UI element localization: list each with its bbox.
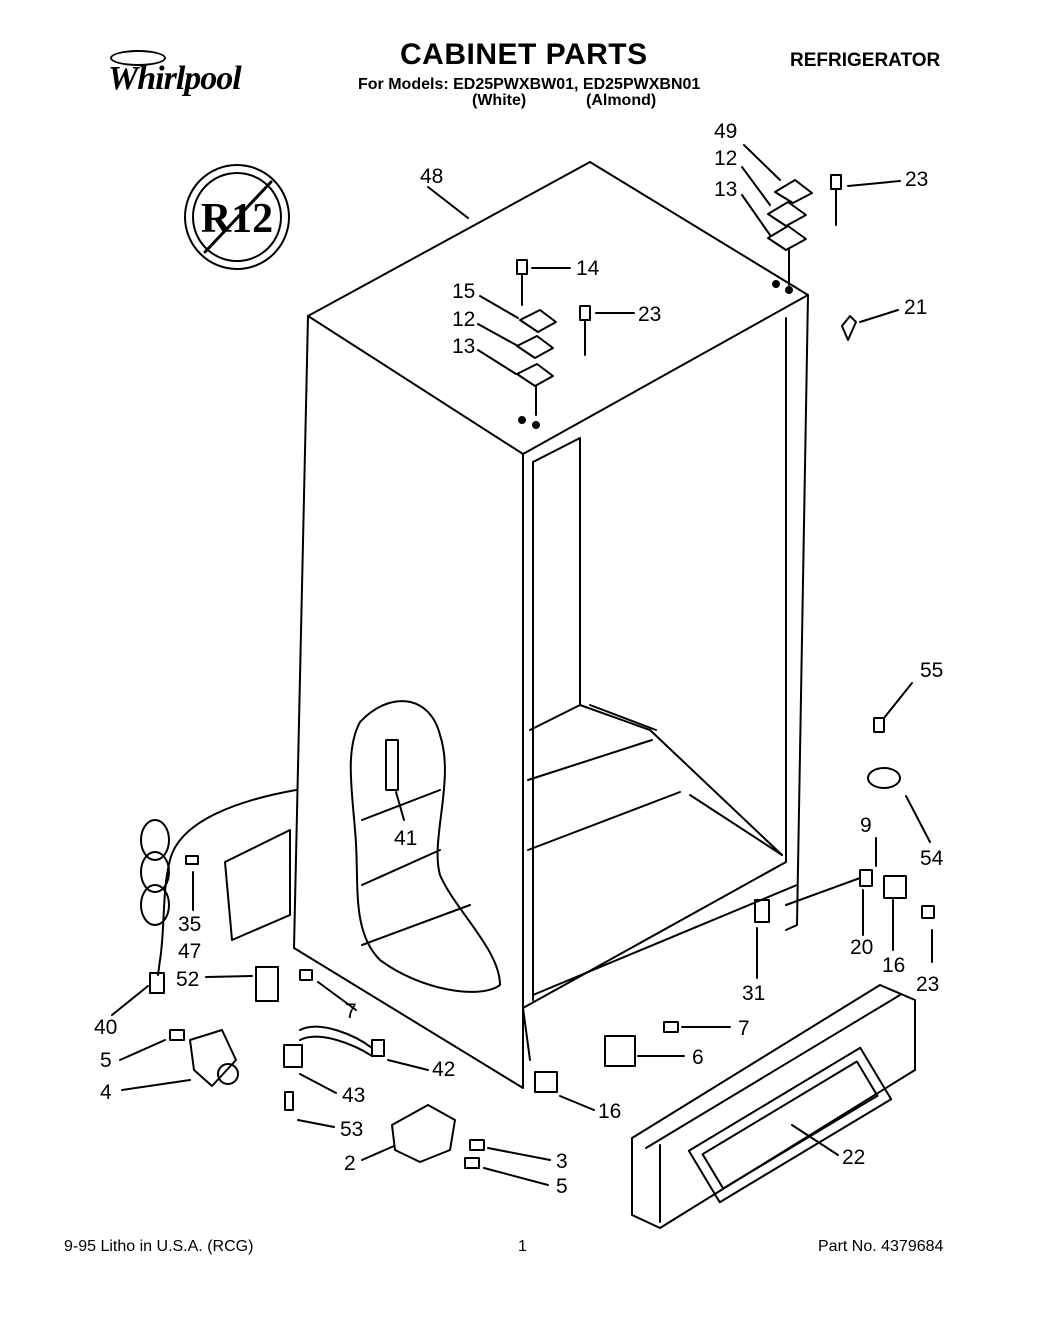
callout-13: 13: [714, 178, 737, 201]
callout-2: 2: [344, 1152, 356, 1175]
models-line: For Models: ED25PWXBW01, ED25PWXBN01: [358, 76, 701, 93]
callout-43: 43: [342, 1084, 365, 1107]
callout-40: 40: [94, 1016, 117, 1039]
category-label: REFRIGERATOR: [790, 50, 941, 71]
callout-35: 35: [178, 913, 201, 936]
callout-23-left: 23: [638, 303, 661, 326]
callout-7-right: 7: [738, 1017, 750, 1040]
callout-16-right: 16: [882, 954, 905, 977]
callout-49: 49: [714, 120, 737, 143]
callout-41: 41: [394, 827, 417, 850]
callout-15: 15: [452, 280, 475, 303]
color-almond-label: (Almond): [586, 92, 657, 109]
callout-9: 9: [860, 814, 872, 837]
lower-right-parts: [534, 717, 935, 1093]
callout-23-right: 23: [916, 973, 939, 996]
callout-12: 12: [714, 147, 737, 170]
leader-lines: [111, 144, 933, 1186]
right-hinge-assembly: [767, 174, 857, 341]
cabinet-body: [293, 161, 809, 1089]
callout-22: 22: [842, 1146, 865, 1169]
callout-21: 21: [904, 296, 927, 319]
callout-4: 4: [100, 1081, 112, 1104]
part-number: Part No. 4379684: [818, 1238, 944, 1255]
lower-left-parts: [169, 966, 485, 1169]
r12-badge-text: R12: [201, 196, 273, 242]
callout-13-left: 13: [452, 335, 475, 358]
callout-16-left: 16: [598, 1100, 621, 1123]
callout-5-left: 5: [100, 1049, 112, 1072]
whirlpool-logo: Whirlpool: [108, 50, 258, 100]
callout-48: 48: [420, 165, 443, 188]
callout-20: 20: [850, 936, 873, 959]
power-cord-assembly: [140, 789, 297, 994]
callout-54: 54: [920, 847, 944, 870]
callout-12-left: 12: [452, 308, 475, 331]
callout-52: 52: [176, 968, 199, 991]
logo-swoosh-icon: [110, 50, 166, 66]
callout-47: 47: [178, 940, 201, 963]
callout-5-right: 5: [556, 1175, 568, 1198]
litho-date: 9-95 Litho in U.S.A. (RCG): [64, 1238, 254, 1255]
callout-7-left: 7: [345, 1000, 357, 1023]
callout-53: 53: [340, 1118, 363, 1141]
page-number: 1: [518, 1238, 527, 1255]
callout-6: 6: [692, 1046, 704, 1069]
r12-badge: [184, 164, 290, 270]
callout-42: 42: [432, 1058, 455, 1081]
callout-labels: 48 49 12 13 23 14 15 23 12 13 21 55 41 9…: [94, 120, 944, 1198]
callout-14: 14: [576, 257, 600, 280]
callout-55: 55: [920, 659, 943, 682]
callout-31: 31: [742, 982, 765, 1005]
page-title: CABINET PARTS: [400, 38, 648, 71]
left-hinge-assembly: [516, 259, 591, 416]
color-white-label: (White): [472, 92, 527, 109]
logo-text: Whirlpool: [108, 60, 242, 97]
toe-grille: [631, 984, 916, 1229]
callout-23: 23: [905, 168, 928, 191]
callout-3: 3: [556, 1150, 568, 1173]
